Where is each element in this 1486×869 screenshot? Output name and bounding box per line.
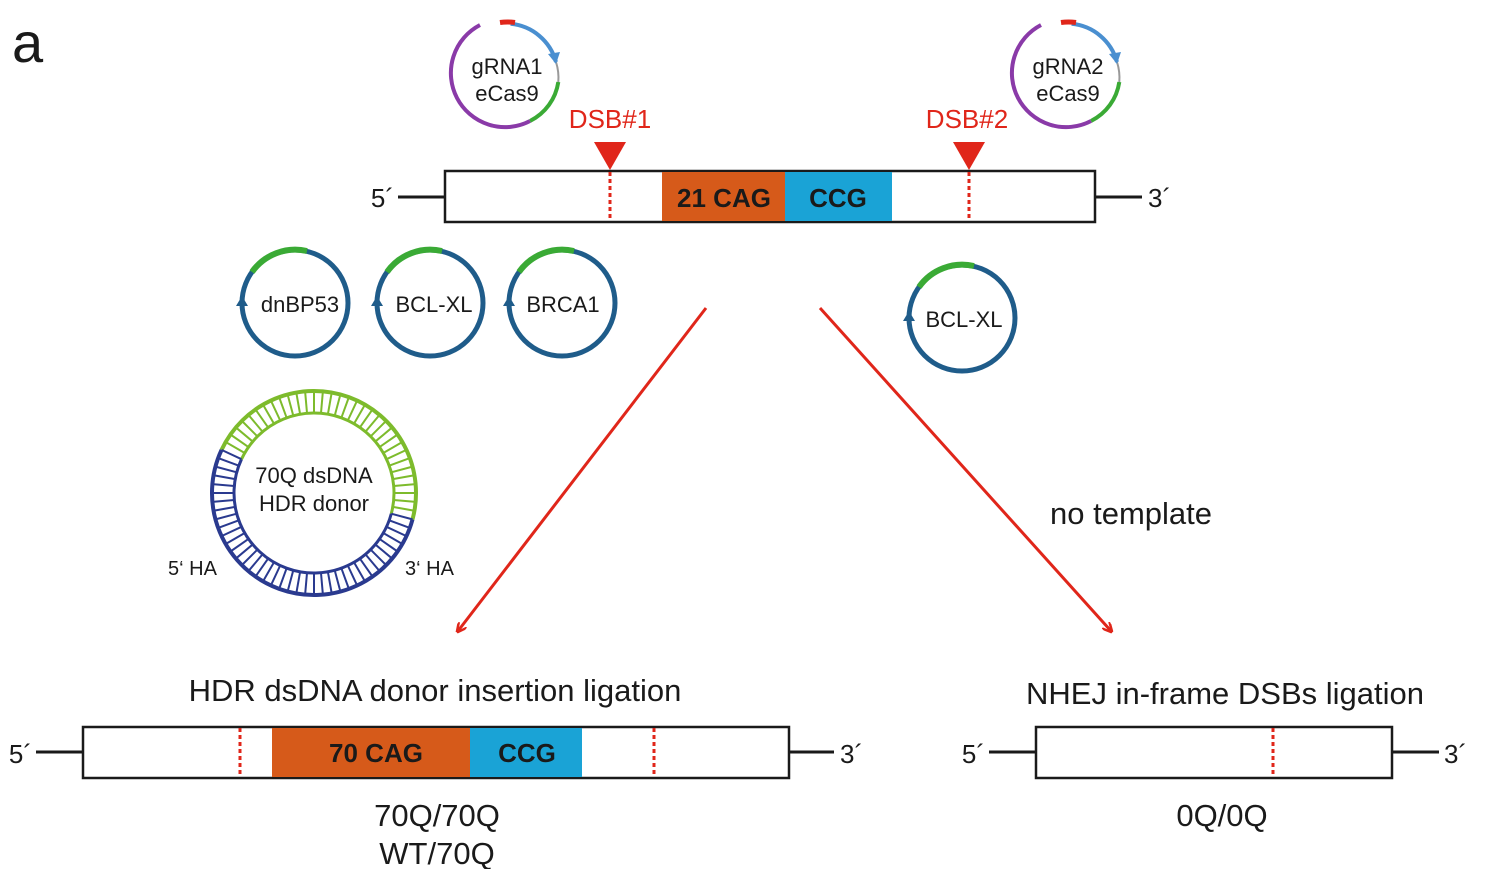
- brca1-label: BRCA1: [526, 292, 599, 317]
- top-construct: 21 CAG CCG 5´ 3´: [371, 169, 1171, 224]
- bclxl-label-left: BCL-XL: [395, 292, 472, 317]
- five-prime-ha-label: 5‘ HA: [168, 558, 218, 580]
- dnbp53-plasmid: dnBP53: [236, 246, 351, 359]
- grna1-label: gRNA1: [472, 54, 543, 79]
- cag-label-21: 21 CAG: [677, 183, 771, 213]
- nhej-arrow: [818, 306, 1111, 631]
- five-prime-hdr: 5´: [9, 739, 32, 769]
- cag-segment-21: [662, 172, 785, 221]
- hdr-donor-plasmid: 70Q dsDNA HDR donor 5‘ HA 3‘ HA: [168, 389, 455, 597]
- ccg-label-top: CCG: [809, 183, 867, 213]
- bclxl-plasmid-right: BCL-XL: [903, 261, 1018, 374]
- three-prime-ha-label: 3‘ HA: [405, 558, 455, 580]
- ecas9-label-2: eCas9: [1036, 81, 1100, 106]
- cag-label-70: 70 CAG: [329, 738, 423, 768]
- donor-label-line2: HDR donor: [259, 491, 369, 516]
- dnbp53-label: dnBP53: [261, 292, 339, 317]
- no-template-label: no template: [1050, 496, 1212, 531]
- hdr-arrow: [458, 307, 708, 631]
- bclxl-plasmid-left: BCL-XL: [371, 246, 486, 359]
- cag-segment-70: [272, 728, 470, 777]
- donor-label-line1: 70Q dsDNA: [255, 463, 373, 488]
- ccg-label-hdr: CCG: [498, 738, 556, 768]
- hdr-genotype-heterozygous: WT/70Q: [379, 836, 494, 869]
- bclxl-label-right: BCL-XL: [925, 307, 1002, 332]
- nhej-outcome: NHEJ in-frame DSBs ligation 5´ 3´ 0Q/0Q: [962, 676, 1467, 833]
- dsb2-label: DSB#2: [926, 104, 1008, 134]
- grna1-ecas9-plasmid: gRNA1 eCas9: [448, 19, 561, 130]
- ccg-segment-top: [785, 172, 892, 221]
- panel-label: a: [12, 11, 44, 74]
- hdr-title: HDR dsDNA donor insertion ligation: [189, 673, 682, 708]
- hdr-genotype-homozygous: 70Q/70Q: [374, 798, 500, 833]
- nhej-title: NHEJ in-frame DSBs ligation: [1026, 676, 1424, 711]
- ccg-segment-hdr: [470, 728, 582, 777]
- brca1-plasmid: BRCA1: [503, 246, 618, 359]
- grna2-ecas9-plasmid: gRNA2 eCas9: [1009, 19, 1122, 130]
- three-prime-nhej: 3´: [1444, 739, 1467, 769]
- dsb2-triangle: [953, 142, 985, 170]
- hdr-outcome: HDR dsDNA donor insertion ligation 70 CA…: [9, 673, 863, 869]
- five-prime-nhej: 5´: [962, 739, 985, 769]
- five-prime-top: 5´: [371, 183, 394, 213]
- grna2-label: gRNA2: [1033, 54, 1104, 79]
- three-prime-top: 3´: [1148, 183, 1171, 213]
- dsb1-label: DSB#1: [569, 104, 651, 134]
- ecas9-label-1: eCas9: [475, 81, 539, 106]
- dsb1-triangle: [594, 142, 626, 170]
- nhej-genotype: 0Q/0Q: [1176, 798, 1267, 833]
- three-prime-hdr: 3´: [840, 739, 863, 769]
